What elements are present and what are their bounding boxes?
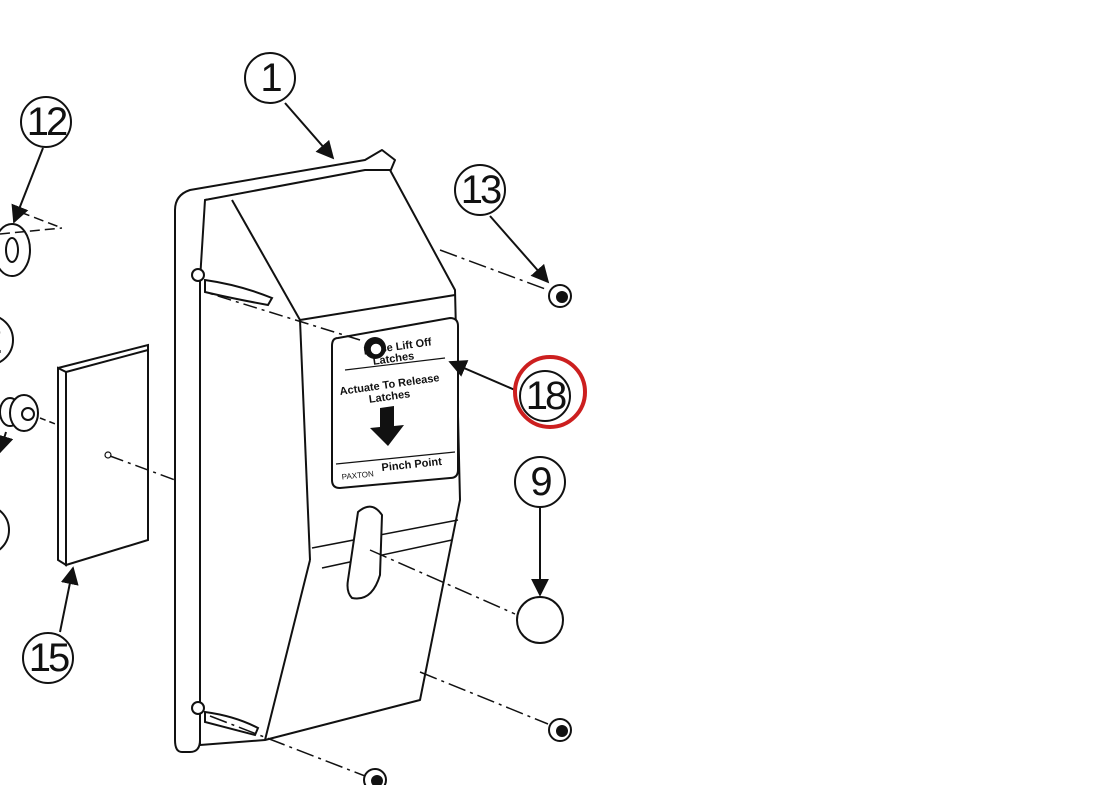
- callout-15: 15: [22, 632, 74, 684]
- svg-text:13: 13: [461, 168, 501, 212]
- grommet: [0, 394, 39, 432]
- screw-bottom: [363, 768, 387, 785]
- screw-lower-right: [548, 718, 572, 742]
- cover-slot: [346, 505, 384, 600]
- callout-9: 9: [514, 456, 566, 508]
- washer: [0, 223, 31, 277]
- gasket-plate: [56, 343, 149, 567]
- svg-text:9: 9: [530, 460, 551, 504]
- label-brand: PAXTON: [341, 469, 374, 481]
- label-line-4: Latches: [368, 388, 411, 406]
- svg-text:1: 1: [260, 56, 281, 100]
- cover-housing: [174, 149, 461, 753]
- label-screw: [364, 337, 386, 359]
- screw-13: [548, 284, 572, 308]
- highlight-ring: [513, 355, 587, 429]
- hole-plug: [516, 596, 564, 644]
- callout-2-partial: 2: [0, 316, 14, 364]
- svg-text:18: 18: [526, 374, 566, 418]
- svg-text:12: 12: [27, 100, 67, 144]
- callout-13: 13: [454, 164, 506, 216]
- callout-18: 18: [519, 370, 571, 422]
- callout-partial-bottom-left: [0, 509, 10, 551]
- down-arrow-icon: [370, 406, 404, 446]
- leader-arrows: [11, 102, 550, 633]
- callout-1: 1: [244, 52, 296, 104]
- warning-label: Raise Lift Off Latches Actuate To Releas…: [331, 316, 459, 490]
- callout-12: 12: [20, 96, 72, 148]
- svg-text:15: 15: [29, 636, 69, 680]
